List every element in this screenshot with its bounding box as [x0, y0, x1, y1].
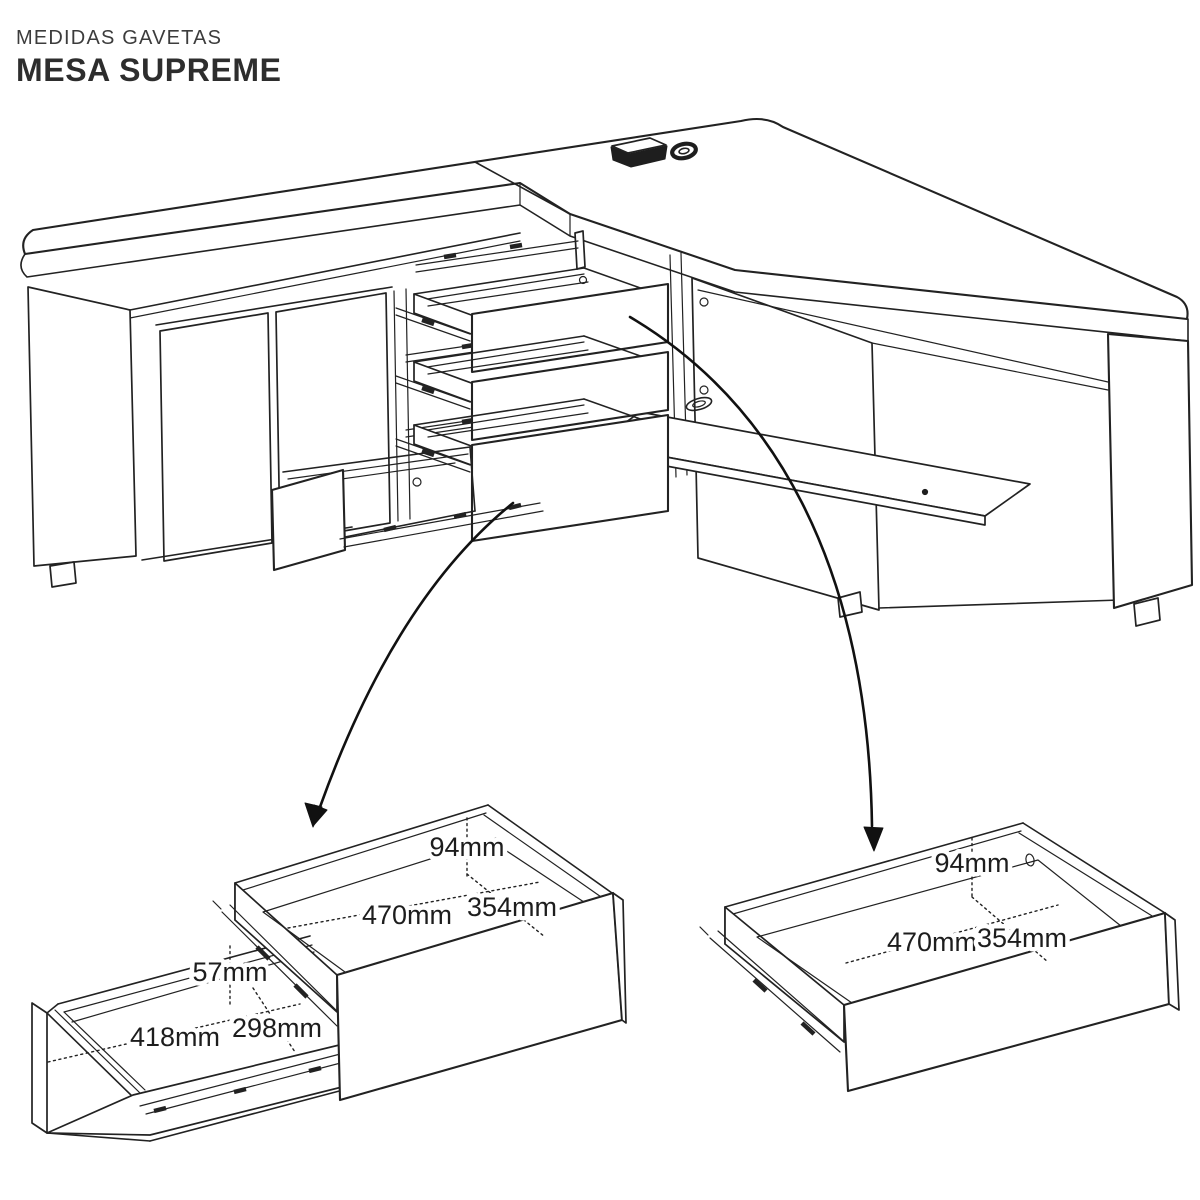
desk-foot — [49, 561, 77, 588]
cabinet-door-left — [159, 312, 273, 562]
right-drawer-detail — [699, 822, 1180, 1093]
left-cabinet — [27, 232, 688, 588]
page-subtitle: MEDIDAS GAVETAS — [16, 27, 223, 49]
dim-left-large-height: 94mm — [429, 832, 504, 862]
dim-right-large-width: 470mm — [887, 927, 977, 957]
right-wing-understructure — [595, 277, 1194, 627]
right-side-panel — [1106, 332, 1194, 610]
dim-right-large-height: 94mm — [934, 848, 1009, 878]
right-detail-dimensions — [845, 837, 1059, 964]
drawer-top — [395, 267, 670, 374]
cabinet-door-right — [275, 292, 391, 543]
grommet-ring-icon — [670, 141, 698, 161]
detail-large-drawer-left — [212, 804, 627, 1102]
dim-left-large-width: 470mm — [362, 900, 452, 930]
slim-drawer — [270, 446, 544, 572]
detail-large-drawer-right — [699, 822, 1180, 1093]
dim-left-slim-height: 57mm — [192, 957, 267, 987]
dim-left-slim-width: 418mm — [130, 1022, 220, 1052]
left-detail-dimensions — [47, 817, 546, 1063]
dim-left-slim-depth: 298mm — [232, 1013, 322, 1043]
page-header: MEDIDAS GAVETAS MESA SUPREME — [16, 26, 282, 89]
left-drawer-detail — [31, 804, 627, 1142]
arrow-to-left-detail-icon — [304, 501, 515, 828]
dim-right-large-depth: 354mm — [977, 923, 1067, 953]
cable-hatch-icon — [610, 137, 668, 168]
dimension-labels: 94mm 470mm 354mm 57mm 418mm 298mm 94mm 4… — [125, 828, 1071, 1057]
page-title: MESA SUPREME — [16, 52, 282, 88]
desk-foot — [1133, 597, 1161, 627]
drawer-middle — [395, 335, 670, 442]
desk-drawing — [20, 117, 1194, 627]
dim-left-large-depth: 354mm — [467, 892, 557, 922]
desk-top — [20, 117, 1189, 342]
arrow-to-right-detail-icon — [628, 315, 884, 852]
